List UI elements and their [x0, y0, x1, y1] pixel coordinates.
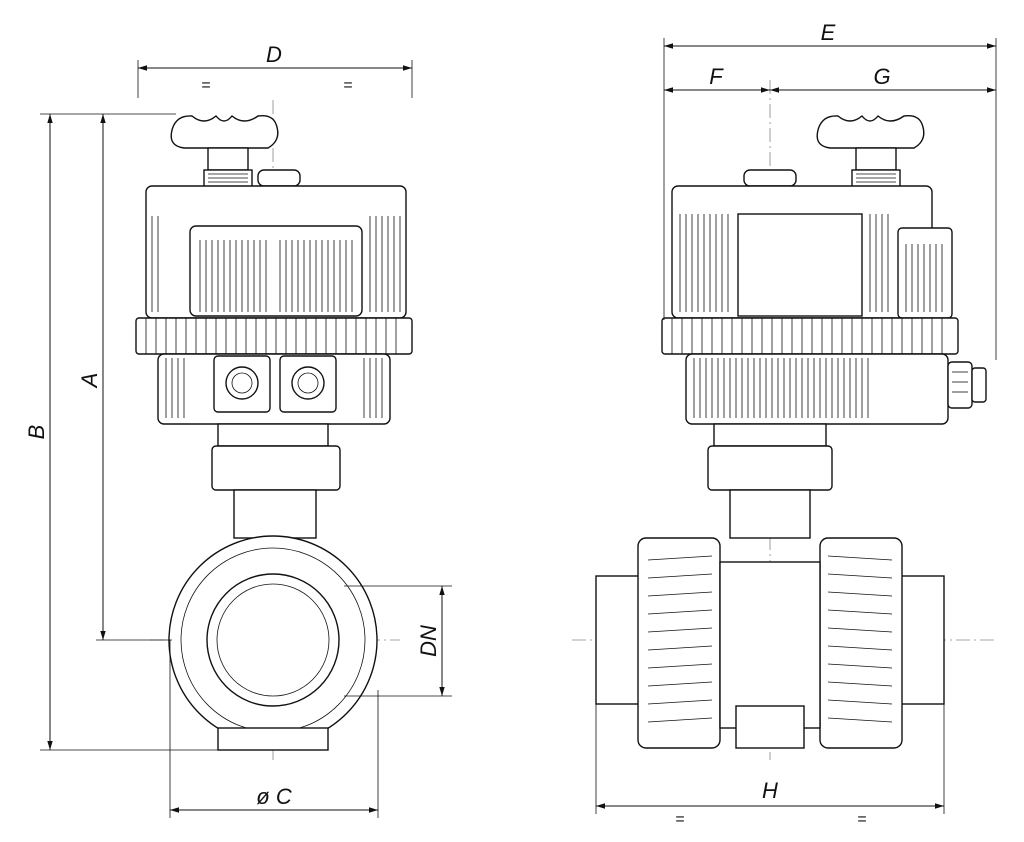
lower-housing-front	[157, 353, 391, 425]
valve-body-front	[168, 535, 378, 751]
side-view	[572, 80, 995, 760]
equal-mark-h-right: =	[857, 811, 866, 828]
actuator-housing-side	[671, 185, 953, 319]
actuator-housing-front	[145, 185, 407, 319]
dimension-label-h: H	[762, 778, 778, 803]
dimension-label-e: E	[821, 20, 836, 45]
valve-body-side	[595, 537, 945, 749]
equal-mark-h-left: =	[675, 811, 684, 828]
front-view	[135, 100, 413, 760]
dimension-label-g: G	[873, 64, 890, 89]
cable-gland-side-icon	[947, 361, 987, 409]
handwheel-front	[170, 114, 301, 189]
serrated-ring-side	[661, 317, 959, 355]
dimension-lines	[40, 38, 997, 818]
equal-mark-d-right: =	[343, 77, 352, 94]
dimension-label-b: B	[24, 425, 49, 440]
dimension-label-dn: DN	[416, 625, 441, 657]
equal-mark-d-left: =	[201, 77, 210, 94]
cable-gland-left-icon	[225, 366, 259, 400]
stem-adapter-side	[707, 423, 833, 539]
dimension-label-c: ø C	[256, 784, 292, 809]
cable-gland-right-icon	[291, 366, 325, 400]
serrated-ring-front	[135, 317, 413, 355]
stem-adapter-front	[211, 423, 341, 539]
lower-housing-side	[685, 353, 949, 425]
dimension-label-f: F	[709, 64, 724, 89]
handwheel-side	[743, 114, 925, 189]
dimension-label-d: D	[266, 42, 282, 67]
dimension-label-a: A	[77, 373, 102, 390]
